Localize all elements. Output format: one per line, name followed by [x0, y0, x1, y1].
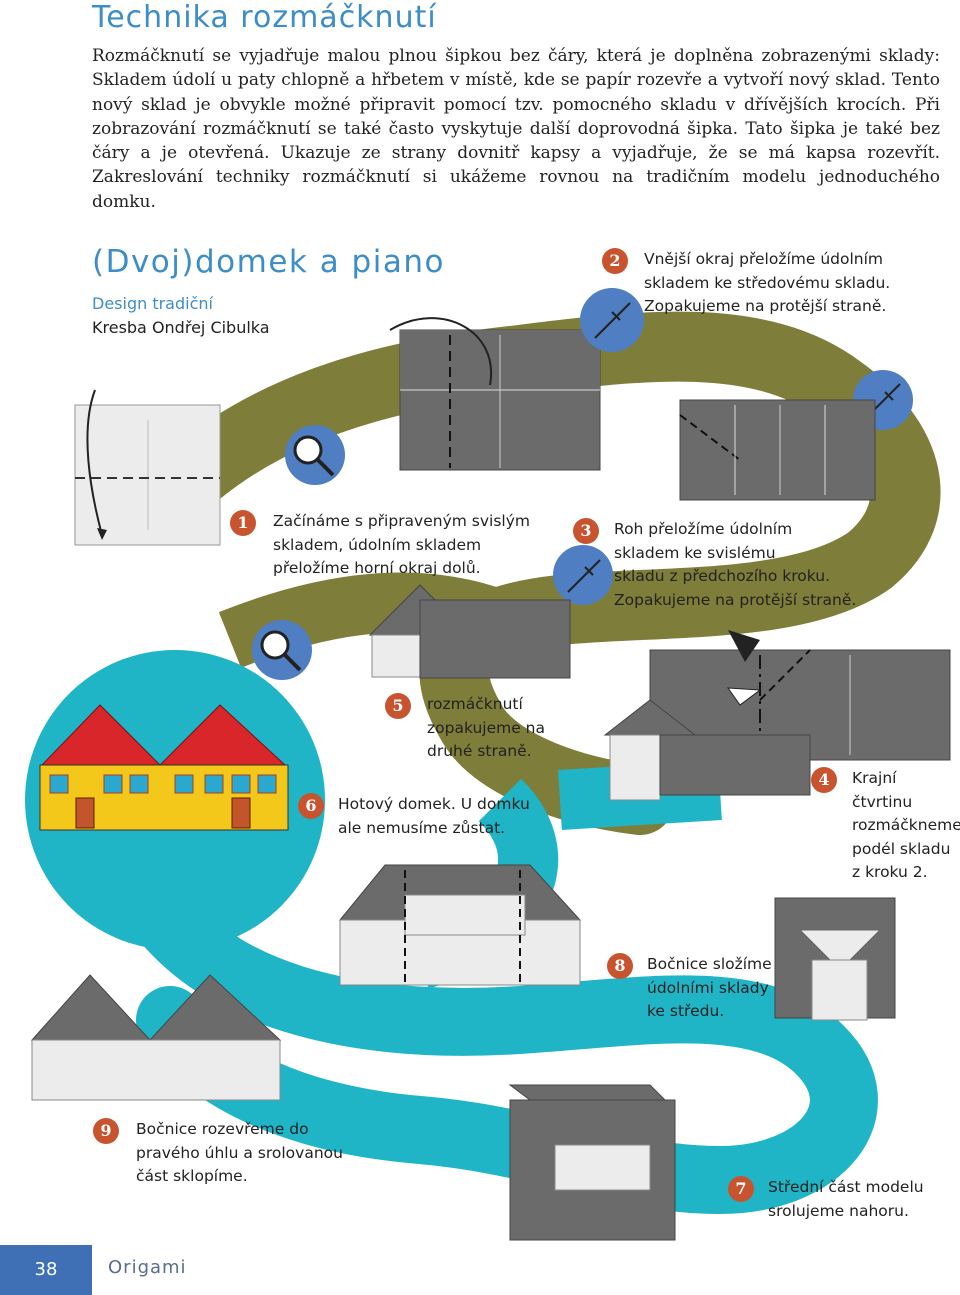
model-design: Design tradiční — [92, 294, 213, 313]
page-title: Technika rozmáčknutí — [92, 0, 437, 35]
step-number: 4 — [811, 767, 837, 793]
intro-paragraph: Rozmáčknutí se vyjadřuje malou plnou šip… — [92, 44, 940, 214]
model-drawing: Kresba Ondřej Cibulka — [92, 318, 270, 337]
step-number: 2 — [602, 248, 628, 274]
step-text: Bočnice rozevřeme do pravého úhlu a srol… — [136, 1118, 376, 1189]
step-9-text: Bočnice rozevřeme do pravého úhlu a srol… — [136, 1118, 376, 1189]
step9-paper — [32, 975, 150, 1040]
step-text: Bočnice složíme údolními sklady ke střed… — [647, 953, 797, 1024]
valley-fold-icon-3 — [553, 545, 613, 605]
step-number: 6 — [298, 793, 324, 819]
step-text: Vnější okraj přeložíme údolním skladem k… — [644, 248, 944, 319]
step-6-text: Hotový domek. U domku ale nemusíme zůsta… — [338, 793, 558, 840]
step-number: 8 — [607, 953, 633, 979]
step3-paper — [680, 400, 875, 500]
model-title: (Dvoj)domek a piano — [92, 244, 445, 280]
valley-fold-icon-1 — [580, 288, 644, 352]
step-number: 5 — [385, 693, 411, 719]
page-number: 38 — [0, 1245, 92, 1295]
step-2-text: Vnější okraj přeložíme údolním skladem k… — [644, 248, 944, 319]
step-text: Roh přeložíme údolním skladem ke svislém… — [614, 518, 914, 612]
step-1-text: Začínáme s připraveným svislým skladem, … — [273, 510, 553, 581]
step-8-text: Bočnice složíme údolními sklady ke střed… — [647, 953, 797, 1024]
footer-label: Origami — [108, 1257, 187, 1278]
step-4-text: Krajní čtvrtinu rozmáčkneme podél skladu… — [852, 767, 960, 885]
step-number: 9 — [93, 1118, 119, 1144]
step-text: Střední část modelu srolujeme nahoru. — [768, 1176, 948, 1223]
step-number: 1 — [230, 510, 256, 536]
step-3-text: Roh přeložíme údolním skladem ke svislém… — [614, 518, 914, 612]
step-text: Krajní čtvrtinu rozmáčkneme podél skladu… — [852, 767, 960, 885]
step-text: Hotový domek. U domku ale nemusíme zůsta… — [338, 793, 558, 840]
step4-house — [372, 635, 420, 677]
magnifier-icon-2 — [252, 620, 312, 680]
step-text: rozmáčknutí zopakujeme na druhé straně. — [427, 693, 577, 764]
step-7-text: Střední část modelu srolujeme nahoru. — [768, 1176, 948, 1223]
magnifier-icon-1 — [285, 425, 345, 485]
step-text: Začínáme s připraveným svislým skladem, … — [273, 510, 553, 581]
step-5-text: rozmáčknutí zopakujeme na druhé straně. — [427, 693, 577, 764]
step-number: 7 — [728, 1176, 754, 1202]
step-number: 3 — [573, 518, 599, 544]
